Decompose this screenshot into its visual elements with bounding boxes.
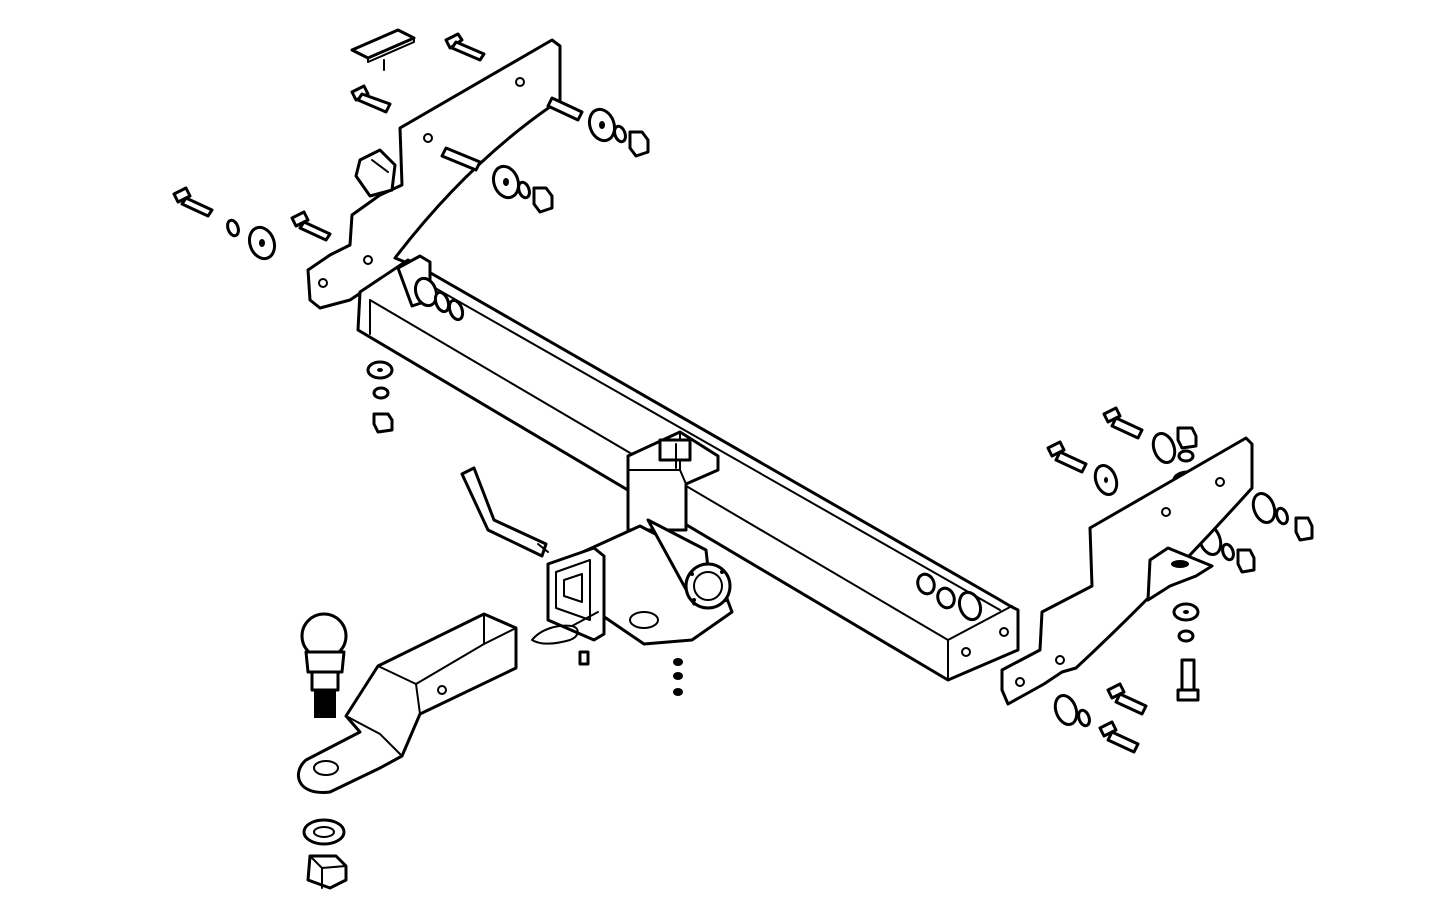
spring-washers [226,124,1289,728]
bolt [444,32,486,62]
stud [546,96,584,122]
hitch-clip [531,611,599,645]
right-mounting-bracket [1000,436,1254,706]
left-mounting-bracket [306,38,562,310]
nuts [306,130,1314,890]
bolt [1102,406,1144,440]
stud [440,146,482,172]
hitch-pin [460,466,549,558]
ball-mount-drawbar [296,612,518,794]
spacer-plate [350,28,416,71]
bolt [1046,440,1088,474]
bolt [1106,682,1148,716]
bolt [350,84,392,114]
socket-mounting-plate [572,518,734,646]
bolt [290,210,332,242]
bolt [1098,720,1140,754]
bolts [172,32,1200,754]
ball-washer [302,818,346,846]
bolt-vertical [1176,658,1200,702]
bolt [172,186,214,218]
tow-ball [300,612,348,718]
small-screws [578,650,683,696]
